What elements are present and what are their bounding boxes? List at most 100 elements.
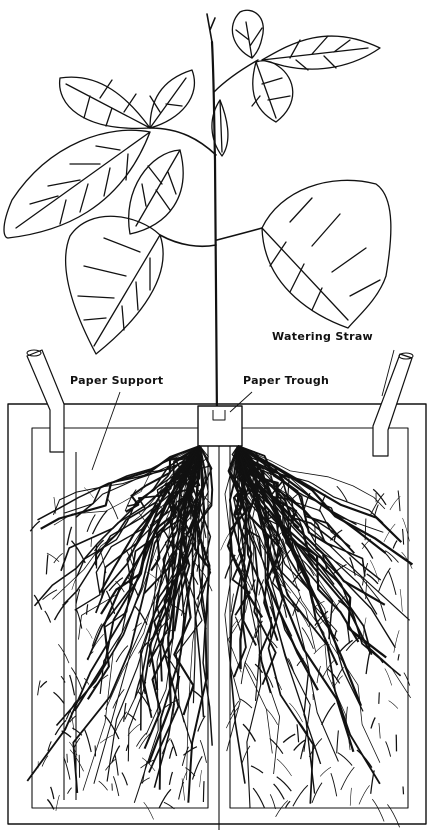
branch-top-right: [214, 60, 258, 92]
plant: [4, 10, 391, 420]
lateral-root: [371, 718, 375, 729]
lateral-root: [68, 788, 72, 794]
lateral-root: [362, 543, 373, 559]
lateral-root: [385, 669, 392, 686]
label-paper-support: Paper Support: [70, 374, 163, 387]
lateral-root: [398, 491, 400, 512]
leaf-lower-right: [262, 180, 391, 328]
lateral-root: [93, 511, 108, 535]
lateral-root: [371, 770, 375, 793]
label-paper-trough: Paper Trough: [243, 374, 329, 387]
labels: Watering Straw Paper Support Paper Troug…: [70, 330, 394, 470]
leaf-lower-left: [66, 216, 164, 354]
lateral-root: [383, 551, 392, 561]
lateral-root: [403, 529, 404, 545]
lateral-root: [240, 699, 252, 708]
lateral-root: [339, 640, 353, 652]
lateral-root: [38, 681, 41, 696]
lateral-root: [92, 624, 102, 647]
lateral-root: [46, 555, 48, 575]
lateral-root: [115, 754, 118, 775]
lateral-root: [400, 589, 402, 612]
leaf-top-right: [262, 36, 380, 70]
lateral-root: [253, 788, 264, 808]
lateral-root: [274, 784, 285, 800]
root-mass-left: [27, 446, 212, 820]
lateral-root: [277, 777, 292, 791]
lateral-root: [389, 701, 398, 709]
lateral-root: [379, 723, 380, 739]
lateral-root: [331, 773, 337, 796]
lateral-root: [403, 787, 404, 795]
lateral-root: [235, 617, 240, 631]
lateral-root: [183, 747, 197, 756]
box-outer-wall: [8, 404, 426, 824]
lateral-root: [283, 734, 295, 742]
lateral-root: [226, 706, 239, 728]
lateral-root: [182, 747, 188, 766]
lateral-root: [70, 675, 75, 695]
lateral-root: [320, 767, 331, 776]
lateral-root: [67, 754, 68, 763]
lateral-root: [350, 788, 351, 806]
lateral-root: [86, 629, 92, 639]
lateral-root: [394, 630, 399, 652]
lateral-root: [393, 541, 397, 549]
lateral-root: [366, 651, 370, 674]
lateral-root: [277, 759, 292, 776]
lateral-root: [91, 538, 92, 547]
lateral-root: [276, 801, 288, 817]
lateral-root: [67, 527, 72, 546]
branch-upper-left: [150, 128, 216, 155]
lateral-root: [270, 617, 271, 638]
lateral-root: [341, 767, 355, 790]
branch-right: [217, 228, 262, 240]
lateral-root: [62, 731, 71, 737]
lateral-root: [200, 740, 206, 763]
lateral-root: [359, 785, 370, 804]
lateral-root: [126, 745, 128, 751]
lateral-root: [270, 794, 275, 809]
lateral-root: [45, 611, 51, 623]
lateral-root: [34, 595, 42, 610]
lateral-root: [87, 515, 95, 532]
lateral-root: [171, 740, 177, 757]
lateral-root: [388, 571, 396, 595]
lateral-root: [251, 766, 263, 773]
lateral-root: [241, 661, 245, 684]
label-watering-straw: Watering Straw: [272, 330, 373, 343]
leaf-left-top: [60, 70, 195, 128]
lateral-root: [87, 604, 88, 614]
lateral-root: [144, 802, 154, 819]
lateral-root: [322, 703, 335, 725]
lateral-root: [372, 799, 384, 821]
lateral-root: [404, 673, 410, 686]
lateral-root: [47, 553, 59, 562]
lateral-root: [268, 511, 269, 526]
leaf-upper-right: [252, 61, 293, 122]
lateral-root: [99, 781, 108, 790]
lateral-root: [200, 770, 202, 787]
lateral-root: [85, 730, 92, 753]
paper-trough: [198, 406, 242, 446]
lateral-root: [379, 692, 380, 704]
lateral-root: [386, 741, 391, 756]
lateral-root: [70, 750, 84, 772]
lateral-root: [203, 781, 204, 802]
lateral-root: [198, 716, 205, 732]
lateral-root: [245, 662, 256, 680]
lateral-root: [169, 772, 172, 785]
lateral-root: [293, 785, 308, 806]
plant-stem: [212, 42, 217, 420]
lateral-root: [338, 753, 352, 766]
root-mass-right: [221, 446, 413, 827]
stem-tip: [207, 14, 215, 42]
lateral-root: [370, 560, 379, 582]
lateral-root: [170, 747, 174, 759]
leaf-top-small: [232, 10, 263, 58]
lateral-root: [297, 724, 299, 742]
lateral-root: [337, 730, 339, 753]
lateral-root: [51, 787, 54, 799]
lateral-root: [242, 746, 250, 763]
